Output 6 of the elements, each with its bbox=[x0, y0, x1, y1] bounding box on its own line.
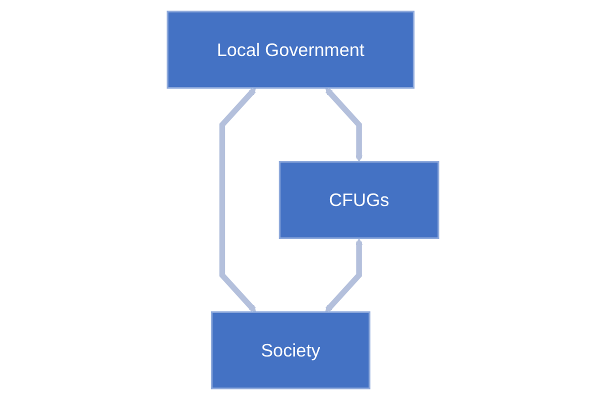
node-box: Society bbox=[210, 311, 370, 390]
arrow bbox=[324, 88, 362, 162]
node-box: CFUGs bbox=[278, 161, 439, 239]
arrow bbox=[324, 238, 362, 312]
node-box: Local Government bbox=[166, 10, 414, 89]
arrow bbox=[218, 88, 256, 312]
